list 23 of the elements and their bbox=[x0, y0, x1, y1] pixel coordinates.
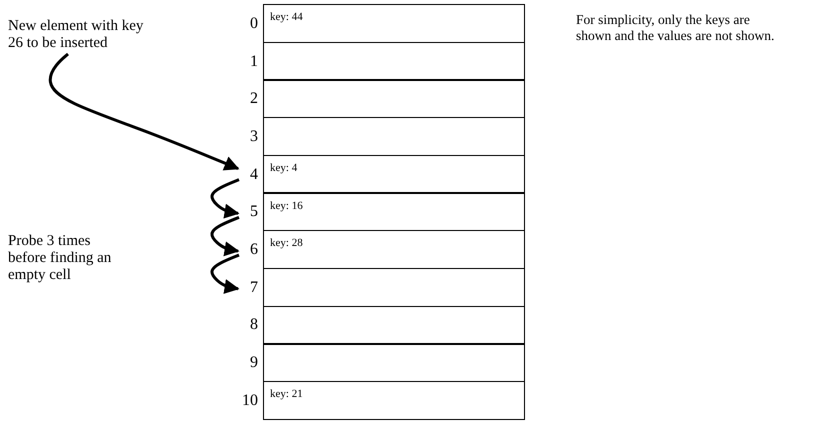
index-number: 9 bbox=[249, 354, 258, 372]
index-number: 1 bbox=[249, 52, 258, 71]
key-text: key: 44 bbox=[270, 11, 303, 24]
annotation-text: Probe 3 times before finding an empty cell bbox=[8, 233, 112, 284]
index-number: 4 bbox=[249, 166, 258, 184]
key-text: key: 16 bbox=[270, 200, 303, 212]
arrow bbox=[210, 254, 240, 294]
annotation-text: New element with key 26 to be inserted bbox=[8, 18, 144, 52]
arrow bbox=[210, 216, 240, 256]
index-number: 5 bbox=[249, 203, 258, 222]
index-number: 2 bbox=[249, 90, 258, 108]
key-text: key: 21 bbox=[270, 388, 303, 400]
key-text: key: 4 bbox=[270, 162, 298, 174]
arrow bbox=[210, 178, 240, 219]
index-number: 0 bbox=[249, 14, 258, 33]
index-number: 8 bbox=[249, 316, 258, 334]
index-number: 6 bbox=[249, 241, 258, 260]
note-text: For simplicity, only the keys are shown and the values are not shown. bbox=[576, 12, 776, 44]
index-number: 10 bbox=[241, 392, 258, 410]
index-number: 3 bbox=[249, 128, 258, 146]
index-number: 7 bbox=[249, 278, 258, 297]
arrow bbox=[48, 52, 240, 170]
key-text: key: 28 bbox=[270, 237, 303, 250]
